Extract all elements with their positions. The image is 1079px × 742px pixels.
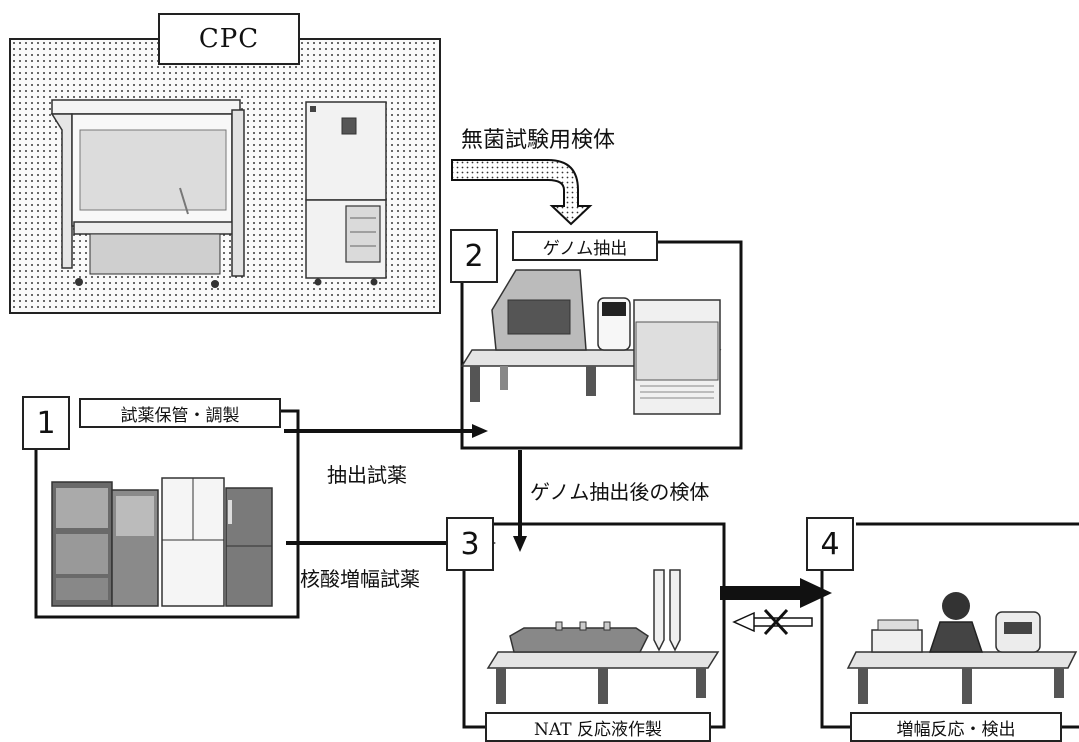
transfer-arrow-3-to-4 (720, 578, 832, 608)
room-3-number: 3 (446, 517, 494, 571)
room-3-label: NAT 反応液作製 (485, 712, 711, 742)
prohibited-reverse-arrow (732, 608, 813, 636)
room-1-label: 試薬保管・調製 (79, 398, 281, 428)
sterile-sample-label: 無菌試験用検体 (461, 128, 616, 153)
room-4-label: 増幅反応・検出 (850, 712, 1062, 742)
amplification-equipment-image (846, 592, 1078, 704)
room-3-frame (490, 522, 726, 729)
cpc-title: CPC (158, 13, 300, 65)
room-4-number: 4 (806, 517, 854, 571)
extraction-equipment-image (460, 269, 722, 415)
extraction-reagent-label: 抽出試薬 (327, 463, 407, 487)
post-extraction-sample-label: ゲノム抽出後の検体 (530, 480, 710, 504)
extraction-reagent-arrow (284, 424, 488, 438)
reagent-storage-image (51, 477, 273, 607)
room-2-label: ゲノム抽出 (512, 231, 658, 261)
post-extraction-arrow (513, 450, 527, 552)
room-1-number: 1 (22, 396, 70, 450)
nat-reagent-label: 核酸増幅試薬 (300, 567, 420, 591)
room-2-number: 2 (450, 229, 498, 283)
nat-prep-equipment-image (486, 569, 720, 704)
incubator-image (305, 101, 387, 286)
safety-cabinet-image (50, 99, 245, 288)
sterile-sample-arrow (451, 159, 593, 226)
